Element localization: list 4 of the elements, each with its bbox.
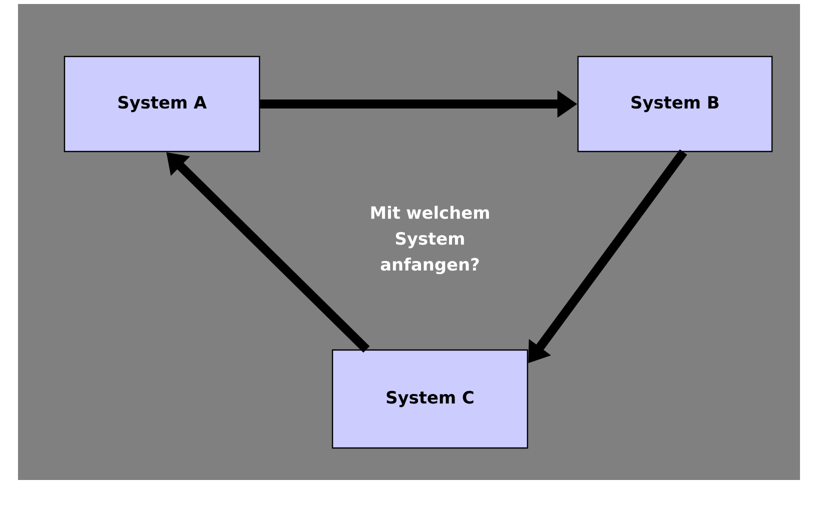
system-box: System A [64, 56, 260, 152]
system-box: System B [577, 56, 773, 152]
system-box: System C [332, 349, 528, 449]
question-text: Mit welchem System anfangen? [371, 206, 489, 274]
